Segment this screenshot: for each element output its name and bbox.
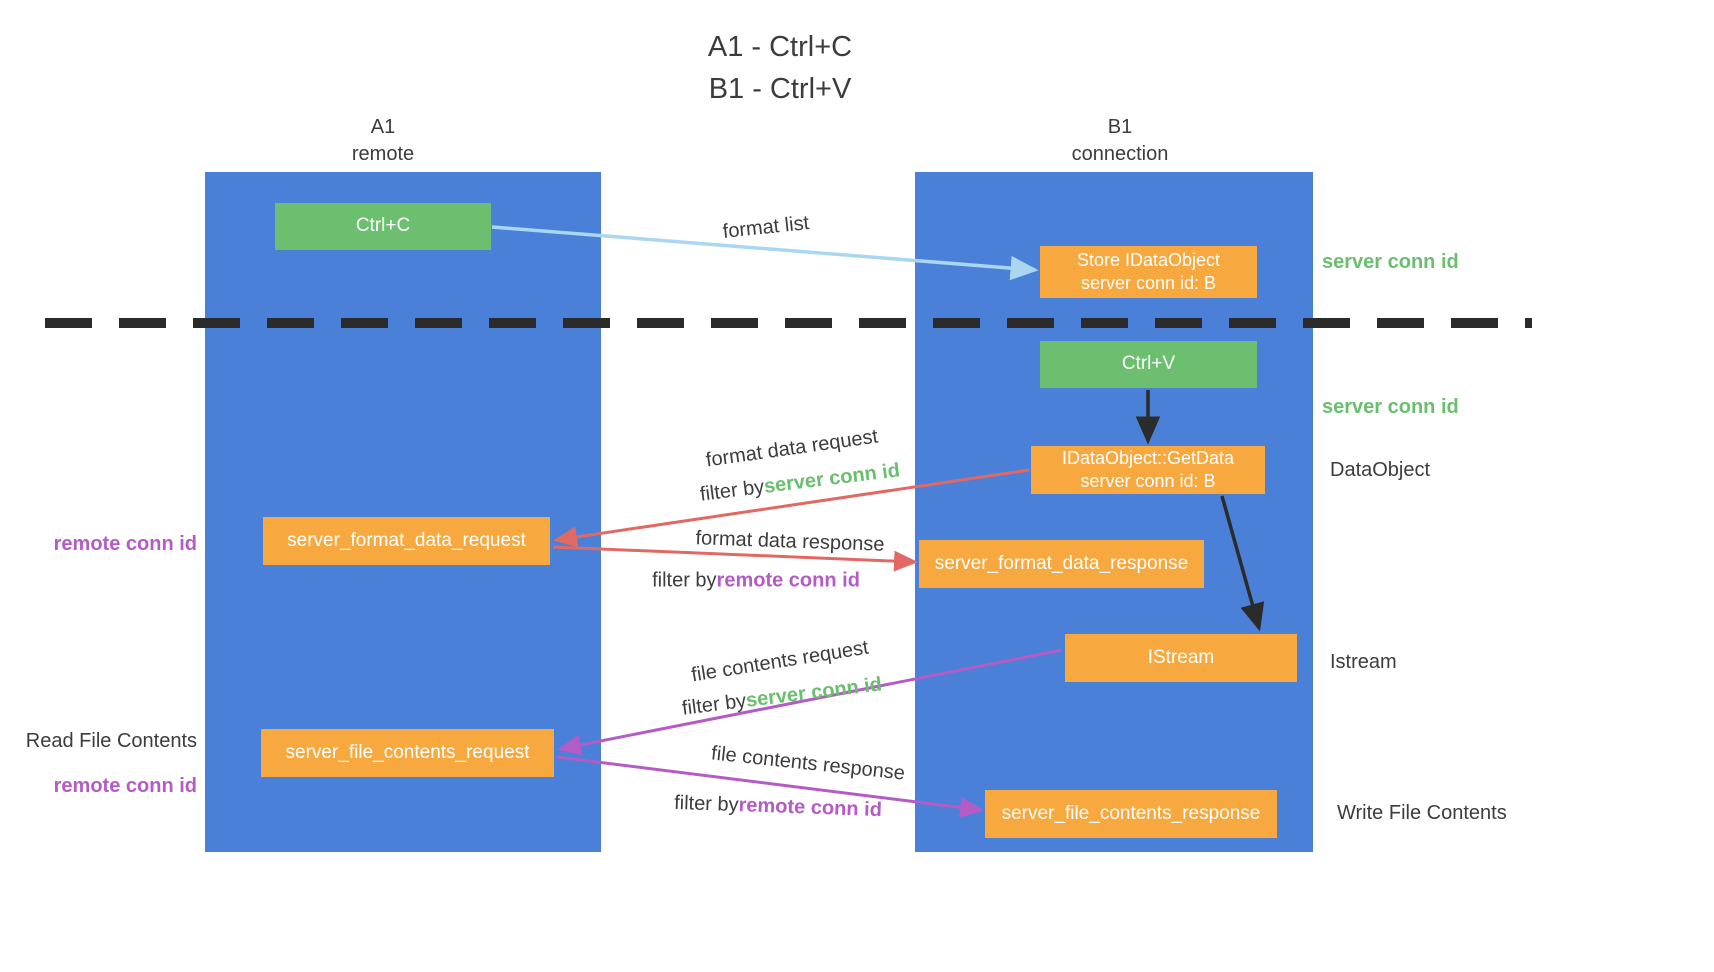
lane-b1-type: connection <box>1071 143 1169 165</box>
diagram-title: A1 - Ctrl+C B1 - Ctrl+V <box>0 26 1560 110</box>
title-line-1: A1 - Ctrl+C <box>707 31 853 63</box>
label-read-file-contents: Read File Contents <box>25 730 197 752</box>
label-istream: Istream <box>1330 651 1397 673</box>
lane-a1-type: remote <box>351 143 415 165</box>
label-server-conn-id-ctrlv: server conn id <box>1322 396 1459 418</box>
lane-header-b1: B1 connection <box>1010 114 1230 168</box>
lane-header-a1: A1 remote <box>273 114 493 168</box>
node-ctrl-c: Ctrl+C <box>275 203 491 250</box>
label-server-conn-id-store: server conn id <box>1322 251 1459 273</box>
node-server-file-contents-response: server_file_contents_response <box>985 790 1277 838</box>
node-server-format-data-request: server_format_data_request <box>263 517 550 565</box>
arrow-file-contents-request <box>557 648 1063 756</box>
node-store-idataobject: Store IDataObject server conn id: B <box>1040 246 1257 298</box>
node-ctrl-v: Ctrl+V <box>1040 341 1257 388</box>
filter-by-text-4: filter by <box>673 791 739 817</box>
node-store-line2: server conn id: B <box>1080 273 1217 293</box>
node-istream-label: IStream <box>1147 646 1215 668</box>
lane-b1-name: B1 <box>1107 116 1133 138</box>
filter-key-remote-conn-id-1: remote conn id <box>716 569 860 592</box>
edge-label-format-data-response-filter: filter byremote conn id <box>652 570 860 593</box>
arrow-format-data-request <box>553 468 1030 548</box>
arrow-format-list <box>491 225 1039 281</box>
filter-by-text-2: filter by <box>652 569 717 592</box>
node-ctrl-c-label: Ctrl+C <box>355 215 411 237</box>
filter-key-remote-conn-id-2: remote conn id <box>738 794 883 822</box>
arrow-file-contents-response <box>556 755 984 818</box>
node-sfc-res-label: server_file_contents_response <box>1001 802 1261 824</box>
node-getdata-line1: IDataObject::GetData <box>1061 447 1235 468</box>
node-server-file-contents-request: server_file_contents_request <box>261 729 554 777</box>
arrow-getdata-to-istream <box>1220 495 1265 632</box>
lane-a1-name: A1 <box>370 116 396 138</box>
node-server-format-data-response: server_format_data_response <box>919 540 1204 588</box>
node-idataobject-getdata: IDataObject::GetData server conn id: B <box>1031 446 1265 494</box>
label-remote-conn-id-1: remote conn id <box>53 533 197 555</box>
label-dataobject: DataObject <box>1330 459 1431 481</box>
arrow-format-data-response <box>552 545 918 572</box>
node-sfd-req-label: server_format_data_request <box>287 529 526 551</box>
node-sfd-res-label: server_format_data_response <box>934 552 1189 574</box>
node-sfc-req-label: server_file_contents_request <box>285 741 530 763</box>
node-getdata-line2: server conn id: B <box>1080 471 1216 491</box>
label-remote-conn-id-2: remote conn id <box>53 775 197 797</box>
title-line-2: B1 - Ctrl+V <box>708 73 852 106</box>
node-istream: IStream <box>1065 634 1297 682</box>
label-write-file-contents: Write File Contents <box>1337 802 1507 824</box>
node-ctrl-v-label: Ctrl+V <box>1121 353 1176 375</box>
node-store-line1: Store IDataObject <box>1076 249 1221 270</box>
